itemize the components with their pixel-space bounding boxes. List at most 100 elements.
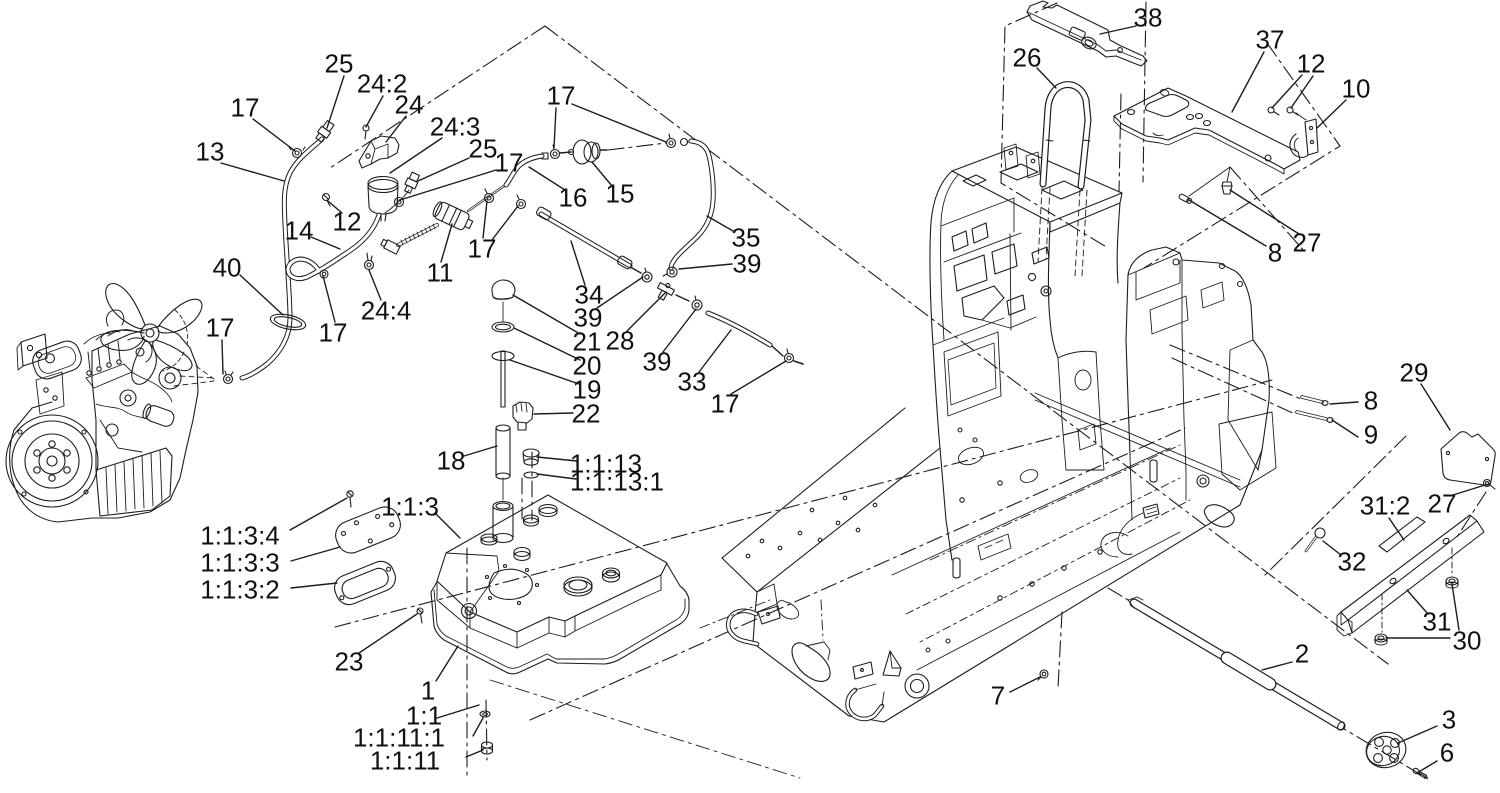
callout-label-37-45: 37 <box>1255 24 1285 55</box>
callout-label-29-50: 29 <box>1399 357 1429 388</box>
dipstick-19 <box>491 350 515 408</box>
clamp-17-f <box>549 144 561 160</box>
callout-label-1-1-13-32: 1:1:13 <box>569 448 643 479</box>
leader-33-28 <box>698 329 732 373</box>
boundary-plug-vertical <box>521 451 533 521</box>
callout-label-39-20: 39 <box>732 248 762 279</box>
leader-14-11 <box>310 236 341 250</box>
leader-21-23 <box>512 294 581 335</box>
leader-2-58 <box>1261 661 1293 671</box>
boundary-bracket10 <box>1143 42 1341 269</box>
engine-fan <box>100 282 203 385</box>
screw7-axis <box>1057 611 1063 689</box>
bumper-31 <box>1336 514 1485 637</box>
leader-9-52 <box>1331 419 1359 438</box>
leader-22-29 <box>533 412 574 415</box>
leader-8-51 <box>1329 401 1359 405</box>
callout-label-39-22: 39 <box>573 302 603 333</box>
callout-label-34-21: 34 <box>574 279 604 310</box>
leader-39-20 <box>678 263 733 270</box>
filter-15 <box>567 139 608 165</box>
callout-label-40-15: 40 <box>212 252 242 283</box>
callout-label-25-5: 25 <box>468 133 498 164</box>
leader-lines <box>220 25 1486 774</box>
callout-label-1-1-11-42: 1:1:11 <box>369 745 441 776</box>
boundary-under-tank <box>334 379 1273 628</box>
callout-label-17-12: 17 <box>494 147 524 178</box>
callout-label-25-0: 25 <box>324 48 354 79</box>
leader-24-3-4 <box>389 137 443 174</box>
panel-29 <box>1440 431 1496 486</box>
callout-label-30-57: 30 <box>1452 625 1482 656</box>
pump-11 <box>432 201 474 231</box>
clamp-39-c <box>691 295 703 311</box>
engine-valve-cover <box>32 340 82 380</box>
leader-38-43 <box>1099 25 1137 35</box>
plate-38 <box>1026 0 1148 67</box>
bracket-24-group <box>321 124 420 222</box>
frame <box>489 143 1277 779</box>
leader-10-47 <box>1316 99 1347 129</box>
hub-3 <box>1365 731 1407 769</box>
leader-3-59 <box>1397 725 1438 744</box>
washer-1-1-11-1 <box>479 710 491 718</box>
leader-25-0 <box>326 75 345 129</box>
callout-label-24-2: 24 <box>394 89 424 120</box>
handle-26 <box>1037 81 1092 277</box>
leader-37-45 <box>1231 51 1265 113</box>
hose-35 <box>668 138 716 271</box>
callout-label-31-56: 31 <box>1422 606 1452 637</box>
leader-31-56 <box>1406 589 1429 615</box>
leader-27-49 <box>1229 189 1300 235</box>
clamp-24-4 <box>363 252 375 271</box>
pin-32 <box>1304 527 1326 553</box>
engine <box>5 282 215 523</box>
callout-label-17-7: 17 <box>546 80 576 111</box>
callout-label-22-29: 22 <box>571 398 601 429</box>
bracket-24 <box>358 135 400 169</box>
callout-label-9-52: 9 <box>1363 419 1379 450</box>
screw-27b <box>1482 478 1496 490</box>
boundary-plate37-left <box>1118 93 1122 193</box>
pin8-axis <box>1169 344 1302 400</box>
callout-label-11-13: 11 <box>426 257 454 288</box>
clamp-39-b <box>641 267 653 283</box>
callout-label-32-55: 32 <box>1337 546 1367 577</box>
leader-13-6 <box>220 162 285 182</box>
clamp-17-e <box>393 196 405 208</box>
leader-24-2-1 <box>365 95 384 128</box>
tank-ports <box>480 503 621 606</box>
leader-16-8 <box>528 166 566 191</box>
callout-label-17-3: 17 <box>230 92 260 123</box>
rod-connector <box>380 238 401 255</box>
callout-label-12-46: 12 <box>1296 48 1326 79</box>
callout-label-23-38: 23 <box>334 646 364 677</box>
rod-2 <box>1127 596 1346 731</box>
screws-12b <box>1267 106 1307 121</box>
callout-label-17-30: 17 <box>710 388 740 419</box>
ring-40 <box>269 313 307 331</box>
callout-label-15-9: 15 <box>605 178 635 209</box>
callout-label-3-59: 3 <box>1441 704 1457 735</box>
boundary-v-right <box>544 25 1389 665</box>
screw-24-2 <box>362 124 370 140</box>
screw-27a <box>1221 181 1233 195</box>
leader-17-7 <box>553 107 557 149</box>
leader-29-50 <box>1420 383 1451 431</box>
callout-label-1-39: 1 <box>420 675 436 706</box>
oring-1-1-13-1 <box>523 471 539 479</box>
callout-label-1-1-3-34: 1:1:3 <box>381 491 439 522</box>
callout-label-35-19: 35 <box>731 222 761 253</box>
callout-label-39-26: 39 <box>642 346 672 377</box>
leader-23-38 <box>358 613 418 654</box>
leader-31-2-53 <box>1388 517 1405 541</box>
clamp-17-d <box>515 194 527 210</box>
bracket-10 <box>1289 118 1319 158</box>
screw-23 <box>416 607 424 624</box>
pin9-axis <box>1171 357 1296 415</box>
screw-1-1-3-4 <box>346 490 354 508</box>
callout-label-14-11: 14 <box>284 215 314 246</box>
callout-label-17-14: 17 <box>467 233 497 264</box>
